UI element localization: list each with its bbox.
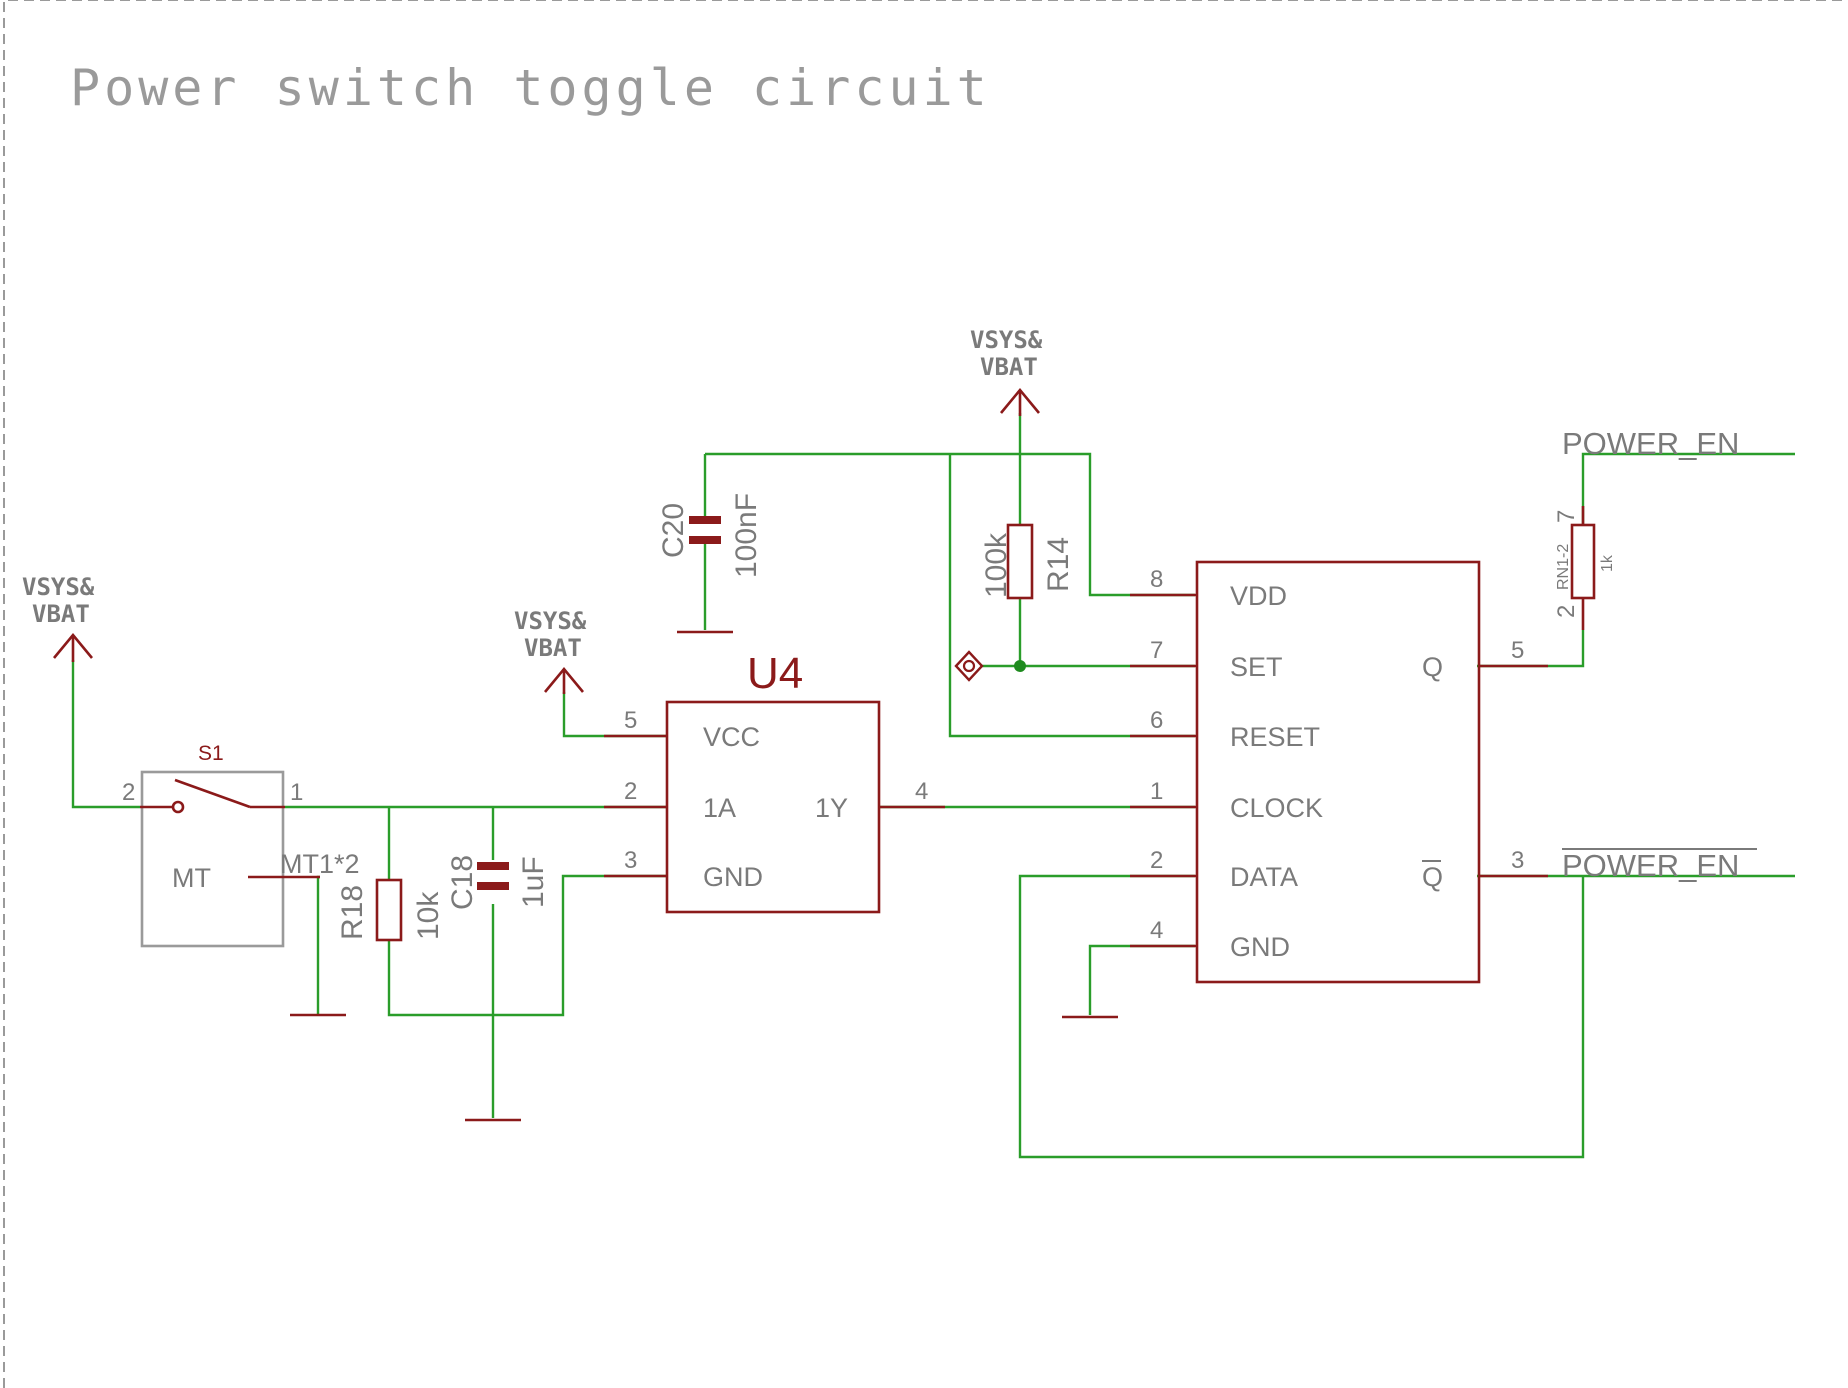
svg-text:VBAT: VBAT xyxy=(524,634,582,662)
svg-text:CLOCK: CLOCK xyxy=(1230,793,1323,823)
svg-text:1uF: 1uF xyxy=(517,856,550,908)
svg-text:100nF: 100nF xyxy=(730,493,763,578)
svg-text:VDD: VDD xyxy=(1230,581,1287,611)
supply-vsys-u4: VSYS& VBAT xyxy=(514,607,587,694)
svg-text:VBAT: VBAT xyxy=(32,600,90,628)
junction-dot xyxy=(1014,660,1026,672)
net-label-power-en: POWER_EN xyxy=(1562,426,1739,461)
ic-u4: U4 5 2 3 4 VCC 1A GND 1Y xyxy=(604,649,945,914)
svg-text:1Y: 1Y xyxy=(815,793,848,823)
frame-border xyxy=(3,0,1848,1388)
svg-text:2: 2 xyxy=(624,778,637,805)
resistor-r18: R18 10k xyxy=(336,878,445,942)
svg-text:S1: S1 xyxy=(198,742,224,765)
svg-text:C20: C20 xyxy=(657,503,690,558)
svg-text:1A: 1A xyxy=(703,793,736,823)
svg-text:1: 1 xyxy=(1150,778,1163,805)
svg-text:RESET: RESET xyxy=(1230,722,1320,752)
svg-text:2: 2 xyxy=(1150,847,1163,874)
svg-text:VBAT: VBAT xyxy=(980,353,1038,381)
svg-text:3: 3 xyxy=(1511,847,1524,874)
page-title: Power switch toggle circuit xyxy=(70,59,991,117)
svg-text:SET: SET xyxy=(1230,652,1283,682)
svg-text:VCC: VCC xyxy=(703,722,760,752)
svg-text:Q: Q xyxy=(1422,862,1443,892)
supply-vsys-left: VSYS& VBAT xyxy=(22,573,95,662)
svg-text:C18: C18 xyxy=(446,855,479,910)
svg-text:RN1-2: RN1-2 xyxy=(1555,544,1572,590)
net-label-power-en-n: POWER_EN xyxy=(1562,848,1739,883)
svg-text:3: 3 xyxy=(624,847,637,874)
ic-flip-flop: 8 7 6 1 2 4 5 3 VDD SET RESET CLOCK DATA… xyxy=(1130,560,1548,984)
svg-text:R18: R18 xyxy=(336,885,369,940)
svg-text:VSYS&: VSYS& xyxy=(22,573,95,601)
svg-text:8: 8 xyxy=(1150,566,1163,593)
svg-text:DATA: DATA xyxy=(1230,862,1298,892)
svg-text:GND: GND xyxy=(703,862,763,892)
wires xyxy=(71,413,1795,1159)
test-point-icon xyxy=(954,650,984,682)
svg-text:U4: U4 xyxy=(747,649,803,698)
svg-text:R14: R14 xyxy=(1042,537,1075,592)
svg-text:5: 5 xyxy=(624,707,637,734)
svg-text:VSYS&: VSYS& xyxy=(514,607,587,635)
svg-text:2: 2 xyxy=(1553,605,1580,618)
supply-vsys-top: VSYS& VBAT xyxy=(970,326,1043,416)
svg-text:4: 4 xyxy=(1150,917,1163,944)
svg-text:6: 6 xyxy=(1150,707,1163,734)
svg-text:MT1*2: MT1*2 xyxy=(280,849,360,879)
svg-text:4: 4 xyxy=(915,778,928,805)
svg-text:MT: MT xyxy=(172,863,211,893)
svg-text:10k: 10k xyxy=(412,891,445,940)
resistor-rn1-2: 7 2 RN1-2 1k xyxy=(1553,506,1616,630)
svg-text:5: 5 xyxy=(1511,637,1524,664)
svg-text:1: 1 xyxy=(290,779,303,806)
capacitor-c20: C20 100nF xyxy=(657,493,763,578)
capacitor-c18: C18 1uF xyxy=(446,855,550,910)
svg-text:1k: 1k xyxy=(1599,554,1616,572)
svg-text:7: 7 xyxy=(1150,637,1163,664)
switch-s1: S1 2 1 MT MT1*2 xyxy=(122,742,360,948)
svg-text:VSYS&: VSYS& xyxy=(970,326,1043,354)
resistor-r14: 100k R14 xyxy=(980,523,1075,600)
svg-text:Q: Q xyxy=(1422,652,1443,682)
svg-text:7: 7 xyxy=(1553,510,1580,523)
svg-text:2: 2 xyxy=(122,779,135,806)
svg-text:100k: 100k xyxy=(980,532,1013,598)
svg-text:GND: GND xyxy=(1230,932,1290,962)
